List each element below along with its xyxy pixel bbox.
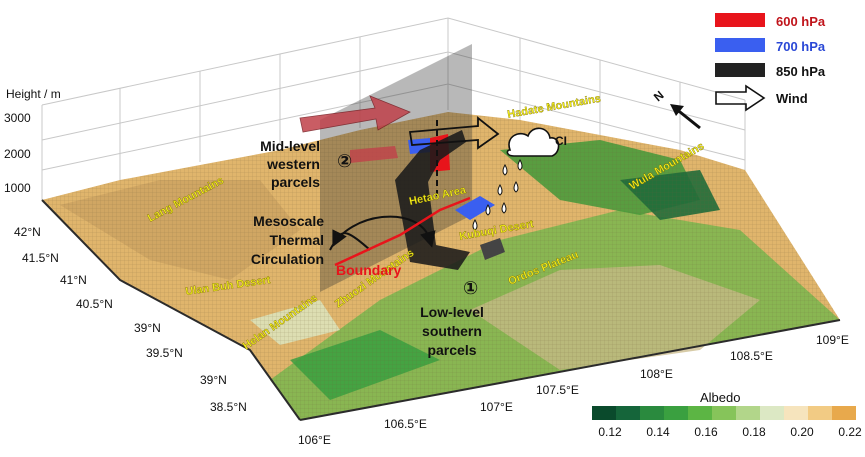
north-arrow: [670, 104, 701, 130]
mid-level-line-1: Mid-level: [260, 138, 320, 154]
lat-ticks: 42°N 41.5°N 41°N 40.5°N 39°N 39.5°N 39°N…: [14, 225, 247, 414]
legend-wind-icon: [715, 84, 766, 112]
ci-label: CI: [555, 134, 567, 148]
colorbar-cell: [832, 406, 856, 420]
lat-tick: 39°N: [200, 373, 227, 387]
north-label: N: [651, 88, 667, 104]
lon-tick: 109°E: [816, 333, 849, 347]
lat-tick: 39°N: [134, 321, 161, 335]
mid-level-line-2: western: [266, 156, 320, 172]
legend-label-850: 850 hPa: [776, 64, 826, 79]
colorbar-cell: [616, 406, 640, 420]
legend-swatch-700: [715, 38, 765, 52]
colorbar: Albedo 0.12 0.14 0.16 0.18 0.20 0.22: [592, 390, 862, 439]
mesoscale-line-3: Circulation: [251, 251, 324, 267]
lat-tick: 42°N: [14, 225, 41, 239]
colorbar-cell: [640, 406, 664, 420]
mid-level-arrow-2: [350, 146, 398, 163]
lat-tick: 41.5°N: [22, 251, 59, 265]
legend-label-wind: Wind: [776, 91, 808, 106]
colorbar-tick: 0.14: [646, 425, 670, 439]
boundary-label: Boundary: [336, 262, 402, 278]
colorbar-tick: 0.12: [598, 425, 622, 439]
place-hadate: Hadate Mountains: [506, 93, 601, 121]
lon-tick: 108°E: [640, 367, 673, 381]
colorbar-cell: [808, 406, 832, 420]
legend: 600 hPa 700 hPa 850 hPa Wind: [715, 13, 826, 112]
lon-tick: 107.5°E: [536, 383, 579, 397]
colorbar-tick: 0.16: [694, 425, 718, 439]
colorbar-tick: 0.20: [790, 425, 814, 439]
low-level-arrow: [395, 130, 470, 270]
low-level-line-3: parcels: [427, 342, 476, 358]
legend-label-700: 700 hPa: [776, 39, 826, 54]
cloud-icon: [506, 127, 560, 157]
mid-level-line-3: parcels: [271, 174, 320, 190]
colorbar-cell: [688, 406, 712, 420]
z-tick: 1000: [4, 181, 31, 195]
lat-tick: 40.5°N: [76, 297, 113, 311]
legend-label-600: 600 hPa: [776, 14, 826, 29]
lon-tick: 106°E: [298, 433, 331, 447]
lat-tick: 41°N: [60, 273, 87, 287]
colorbar-tick: 0.22: [838, 425, 862, 439]
raindrops-icon: [472, 158, 523, 231]
mesoscale-line-2: Thermal: [270, 232, 324, 248]
low-level-line-1: Low-level: [420, 304, 484, 320]
mid-level-arrow: [299, 95, 411, 133]
low-level-line-2: southern: [422, 323, 482, 339]
colorbar-cell: [664, 406, 688, 420]
lat-tick: 38.5°N: [210, 400, 247, 414]
z-tick: 2000: [4, 147, 31, 161]
mid-level-marker: ②: [337, 151, 352, 171]
wind-arrow: [408, 116, 500, 150]
bounding-box: [41, 17, 746, 200]
lon-tick: 108.5°E: [730, 349, 773, 363]
colorbar-cell: [592, 406, 616, 420]
colorbar-cell: [760, 406, 784, 420]
colorbar-cell: [712, 406, 736, 420]
legend-swatch-850: [715, 63, 765, 77]
mid-level-label: Mid-level western parcels: [260, 138, 320, 190]
colorbar-cell: [736, 406, 760, 420]
z-axis-title: Height / m: [6, 87, 61, 101]
colorbar-cells: [592, 406, 856, 420]
lat-tick: 39.5°N: [146, 346, 183, 360]
colorbar-title: Albedo: [700, 390, 740, 405]
lon-tick: 107°E: [480, 400, 513, 414]
low-level-marker: ①: [463, 278, 478, 298]
legend-swatch-600: [715, 13, 765, 27]
lon-tick: 106.5°E: [384, 417, 427, 431]
boundary-line: [334, 196, 471, 267]
z-tick: 3000: [4, 111, 31, 125]
colorbar-ticks: 0.12 0.14 0.16 0.18 0.20 0.22: [598, 425, 862, 439]
low-level-label: Low-level southern parcels: [420, 304, 484, 358]
patch-700hpa-east: [455, 196, 495, 220]
patch-850hpa: [480, 238, 505, 260]
mesoscale-line-1: Mesoscale: [253, 213, 324, 229]
colorbar-cell: [784, 406, 808, 420]
lon-ticks: 106°E 106.5°E 107°E 107.5°E 108°E 108.5°…: [298, 333, 849, 447]
mesoscale-label: Mesoscale Thermal Circulation: [251, 213, 324, 267]
circulation-curve-2: [332, 229, 371, 251]
z-ticks: 3000 2000 1000: [4, 111, 31, 195]
colorbar-tick: 0.18: [742, 425, 766, 439]
